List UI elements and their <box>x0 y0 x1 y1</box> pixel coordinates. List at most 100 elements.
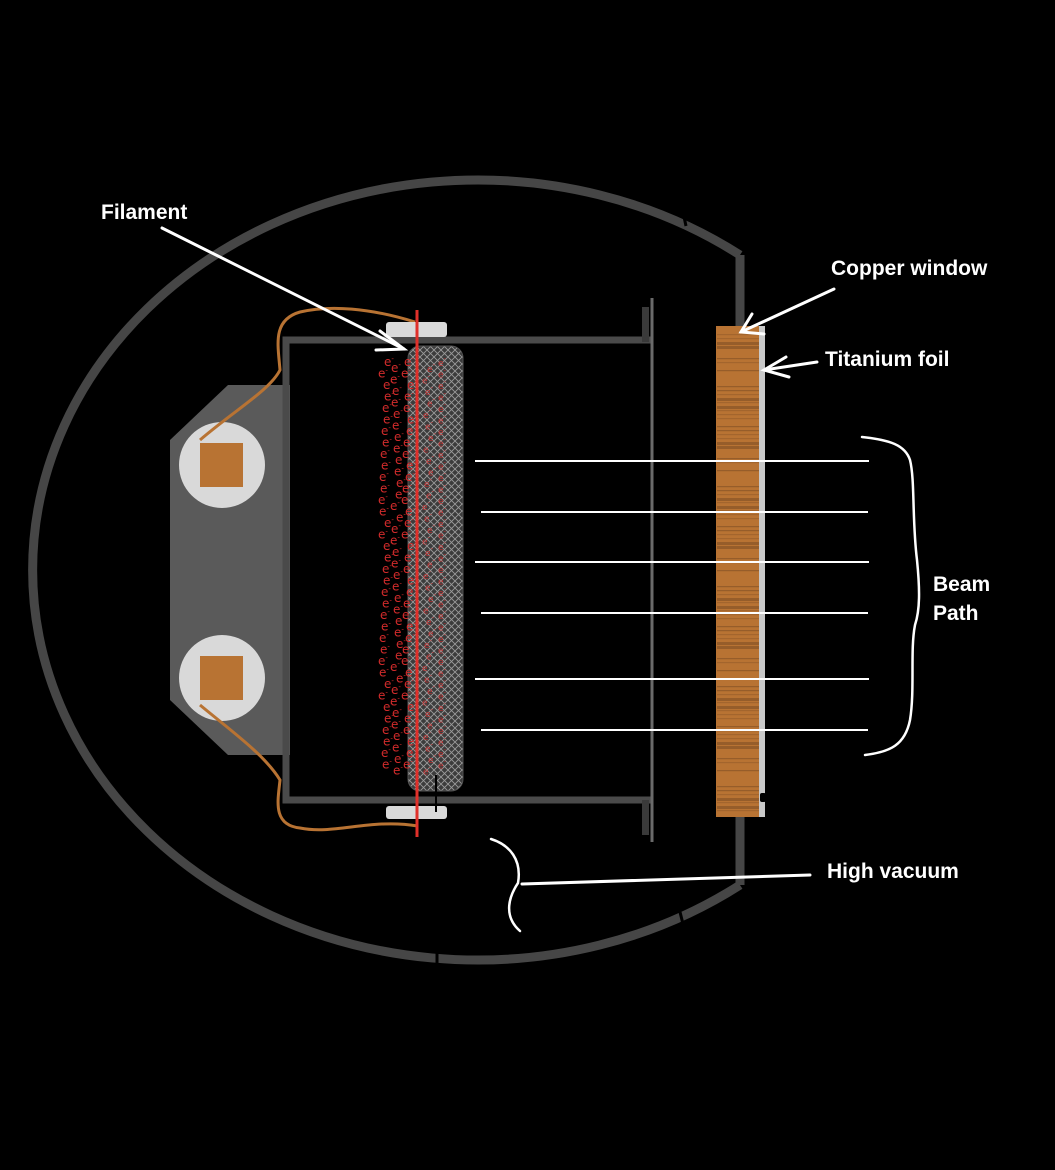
copper-window-slot <box>717 638 759 640</box>
electron-symbol: e- <box>396 637 406 651</box>
electron-symbol: e- <box>404 390 414 404</box>
copper-window-slot <box>717 686 759 688</box>
connector-pin-top <box>179 422 265 508</box>
electron-symbol: e- <box>406 585 416 599</box>
electron-symbol: e- <box>426 614 435 628</box>
electron-symbol: e- <box>428 591 437 605</box>
copper-window-slot <box>717 398 759 401</box>
electron-symbol: e- <box>423 442 432 456</box>
electron-symbol: e- <box>393 442 403 456</box>
electron-symbol: e- <box>424 511 433 525</box>
electron-symbol: e- <box>438 689 447 703</box>
electron-symbol: e- <box>438 643 447 657</box>
electron-symbol: e- <box>384 516 394 530</box>
copper-window-slot <box>717 590 759 592</box>
electron-symbol: e- <box>381 620 391 634</box>
electron-symbol: e- <box>438 608 447 622</box>
copper-window-slot <box>717 602 759 604</box>
electron-symbol: e- <box>425 741 434 755</box>
copper-window-slot <box>717 462 759 464</box>
electron-symbol: e- <box>395 614 405 628</box>
electron-symbol: e- <box>438 562 447 576</box>
electron-symbol: e- <box>404 677 414 691</box>
copper-window-slot <box>717 642 759 645</box>
filament-arrow <box>160 226 409 352</box>
electron-symbol: e- <box>403 723 413 737</box>
electron-symbol: e- <box>394 591 404 605</box>
copper-window-arrow <box>738 287 836 336</box>
electron-symbol: e- <box>392 706 402 720</box>
electron-symbol: e- <box>392 419 402 433</box>
copper-window-slot <box>717 530 759 532</box>
electron-symbol: e- <box>396 476 406 490</box>
electron-symbol: e- <box>382 401 392 415</box>
copper-window-slot <box>717 358 759 360</box>
electron-symbol: e- <box>425 384 434 398</box>
electron-symbol: e- <box>405 470 415 484</box>
copper-window-slot <box>717 742 759 745</box>
electron-symbol: e- <box>427 683 436 697</box>
electron-symbol: e- <box>382 436 392 450</box>
copper-window-slot <box>717 526 759 528</box>
electron-symbol: e- <box>425 706 434 720</box>
electron-symbol: e- <box>394 465 404 479</box>
electron-symbol: e- <box>427 557 436 571</box>
copper-window-slot <box>717 514 759 516</box>
window-notch <box>760 793 766 802</box>
electron-symbol: e- <box>438 367 447 381</box>
electron-symbol: e- <box>428 465 437 479</box>
electron-symbol: e- <box>393 407 403 421</box>
copper-window-slot <box>717 634 759 636</box>
electron-symbol: e- <box>396 511 406 525</box>
electron-symbol: e- <box>424 637 433 651</box>
electron-symbol: e- <box>379 505 389 519</box>
copper-window-slot <box>717 418 759 420</box>
copper-window-slot <box>717 410 759 412</box>
electron-symbol: e- <box>382 597 392 611</box>
copper-window-slot <box>717 614 759 616</box>
copper-window-slot <box>717 446 759 449</box>
housing-joints <box>308 211 688 967</box>
electron-symbol: e- <box>422 534 431 548</box>
copper-window-slot <box>717 610 759 612</box>
electron-symbol: e- <box>401 367 411 381</box>
electron-symbol: e- <box>423 729 432 743</box>
electron-symbol: e- <box>379 666 389 680</box>
beam-path-lines <box>475 460 869 731</box>
electron-symbol: e- <box>381 746 391 760</box>
electron-symbol: e- <box>401 528 411 542</box>
electron-symbol: e- <box>403 758 413 772</box>
copper-window-slot <box>717 710 759 712</box>
copper-window-slot <box>717 734 759 736</box>
electron-symbol: e- <box>391 557 401 571</box>
electron-symbol: e- <box>403 436 413 450</box>
electron-symbol: e- <box>383 574 393 588</box>
electron-symbol: e- <box>438 355 447 369</box>
copper-window-slot <box>717 402 759 404</box>
electron-symbol: e- <box>438 516 447 530</box>
copper-window-slot <box>717 506 759 509</box>
copper-window-slot <box>717 646 759 649</box>
electron-symbol: e- <box>438 758 447 772</box>
electron-symbol: e- <box>404 355 414 369</box>
electron-symbol: e- <box>438 413 447 427</box>
electrode-housing <box>282 336 651 804</box>
copper-window-slot <box>717 486 759 488</box>
electron-symbol: e- <box>392 545 402 559</box>
electron-symbol: e- <box>379 470 389 484</box>
copper-window-slot <box>717 502 759 504</box>
electron-symbol: e- <box>404 516 414 530</box>
electron-symbol: e- <box>384 712 394 726</box>
electron-symbol: e- <box>393 568 403 582</box>
electron-symbol: e- <box>438 436 447 450</box>
high-vacuum-arrow <box>520 873 812 886</box>
electron-symbol: e- <box>406 746 416 760</box>
copper-window-slot <box>717 342 759 345</box>
filament-label: Filament <box>101 201 188 224</box>
electron-symbol: e- <box>407 700 417 714</box>
electron-symbol: e- <box>394 430 404 444</box>
electron-symbol: e- <box>393 764 403 778</box>
copper-window-slot <box>717 794 759 796</box>
electron-symbol: e- <box>438 493 447 507</box>
copper-window-slot <box>717 598 759 601</box>
